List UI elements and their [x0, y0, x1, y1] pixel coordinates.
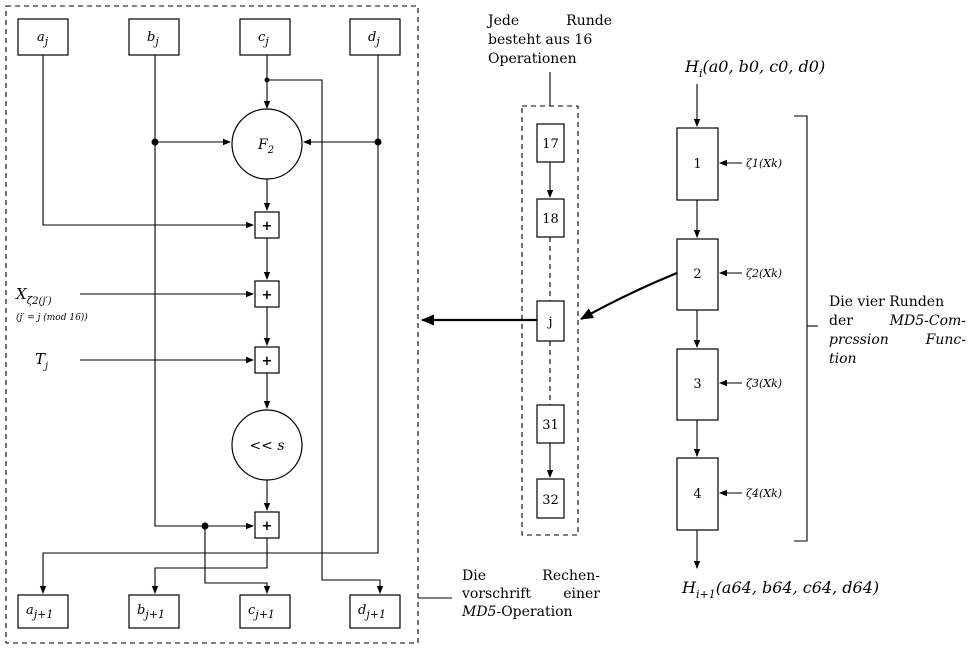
svg-text:besteht aus 16: besteht aus 16 [488, 32, 592, 48]
rounds-bracket [794, 115, 808, 542]
round-2-box: 2 [676, 238, 719, 311]
svg-text:Xζ2(j′): Xζ2(j′) [15, 285, 52, 307]
hash-output-label: Hi+1(a64, b64, c64, d64) [681, 578, 879, 601]
svg-text:+: + [262, 219, 273, 234]
round-1-box: 1 [676, 127, 719, 201]
round-caption: Jede Runde besteht aus 16 Operationen [486, 13, 612, 67]
svg-text:Runde: Runde [566, 13, 612, 29]
svg-text:ζ1(Xk): ζ1(Xk) [746, 157, 782, 170]
svg-text:(j′ = j (mod 16)): (j′ = j (mod 16)) [16, 312, 88, 323]
round-inputs: ζ1(Xk) ζ2(Xk) ζ3(Xk) ζ4(Xk) [746, 157, 782, 500]
operation-caption: Die Rechen- vorschrift einer MD5-Operati… [418, 568, 600, 620]
svg-text:ζ2(Xk): ζ2(Xk) [746, 267, 782, 280]
svg-text:18: 18 [542, 212, 559, 227]
svg-text:Func-: Func- [925, 332, 967, 348]
svg-text:ζ4(Xk): ζ4(Xk) [746, 487, 782, 500]
svg-text:Die: Die [462, 568, 486, 584]
svg-text:<< s: << s [249, 438, 284, 454]
step-17: 17 [536, 123, 565, 163]
svg-text:aj+1: aj+1 [26, 603, 53, 621]
svg-text:prcssion: prcssion [829, 332, 889, 348]
adder-3: + [254, 346, 280, 374]
round-4-box: 4 [676, 457, 719, 531]
sequence-wiring [421, 162, 678, 478]
svg-text:bj+1: bj+1 [137, 603, 165, 621]
operation-wiring [39, 55, 384, 594]
svg-text:1: 1 [693, 157, 701, 172]
svg-text:cj+1: cj+1 [248, 603, 275, 621]
svg-text:der: der [829, 313, 853, 329]
svg-text:17: 17 [542, 137, 559, 152]
svg-text:cj: cj [258, 30, 269, 48]
svg-text:2: 2 [693, 267, 701, 282]
svg-text:j: j [546, 315, 552, 330]
svg-text:einer: einer [563, 586, 600, 602]
step-j: j [536, 300, 565, 342]
svg-text:3: 3 [693, 377, 701, 392]
svg-text:4: 4 [693, 487, 701, 502]
adder-4: + [254, 511, 280, 539]
svg-text:32: 32 [542, 493, 559, 508]
svg-text:dj: dj [368, 30, 380, 48]
svg-text:Rechen-: Rechen- [542, 568, 600, 584]
round-frame [521, 105, 579, 536]
step-18: 18 [536, 198, 565, 238]
x-input-label: Xζ2(j′) (j′ = j (mod 16)) [15, 285, 88, 323]
svg-text:MD5-Com-: MD5-Com- [889, 313, 967, 329]
svg-text:dj+1: dj+1 [358, 603, 386, 621]
svg-text:tion: tion [829, 351, 857, 367]
input-box-a: aj [17, 18, 69, 56]
hash-input-label: Hi(a0, b0, c0, d0) [684, 57, 825, 80]
svg-text:aj: aj [37, 30, 49, 48]
step-31: 31 [536, 404, 565, 444]
svg-text:Hi(a0, b0, c0, d0): Hi(a0, b0, c0, d0) [684, 57, 825, 80]
input-box-d: dj [349, 18, 401, 56]
step-32: 32 [536, 478, 565, 519]
input-box-c: cj [239, 18, 291, 56]
svg-text:+: + [262, 288, 273, 303]
svg-text:MD5-Operation: MD5-Operation [461, 604, 573, 620]
input-box-b: bj [128, 18, 180, 56]
shift-node: << s [231, 409, 303, 481]
t-input-label: Tj [35, 350, 48, 372]
adder-1: + [254, 211, 280, 239]
svg-text:Jede: Jede [486, 13, 519, 29]
output-box-b: bj+1 [128, 594, 180, 629]
output-box-d: dj+1 [349, 594, 401, 629]
svg-text:F2: F2 [257, 137, 274, 156]
adder-2: + [254, 280, 280, 308]
svg-text:Die vier Runden: Die vier Runden [829, 294, 944, 310]
svg-text:Tj: Tj [35, 350, 48, 372]
f2-node: F2 [231, 108, 303, 180]
rounds-wiring [693, 159, 742, 569]
output-box-a: aj+1 [17, 594, 69, 629]
svg-text:ζ3(Xk): ζ3(Xk) [746, 377, 782, 390]
round-3-box: 3 [676, 348, 719, 421]
output-box-c: cj+1 [239, 594, 291, 629]
svg-text:31: 31 [542, 418, 559, 433]
svg-text:+: + [262, 354, 273, 369]
svg-text:vorschrift: vorschrift [461, 586, 531, 602]
svg-text:bj: bj [147, 30, 159, 48]
svg-text:Operationen: Operationen [488, 51, 577, 67]
svg-text:+: + [262, 519, 273, 534]
operation-frame [5, 5, 419, 644]
rounds-caption: Die vier Runden der MD5-Com- prcssion Fu… [829, 294, 966, 367]
svg-text:Hi+1(a64, b64, c64, d64): Hi+1(a64, b64, c64, d64) [681, 578, 879, 601]
